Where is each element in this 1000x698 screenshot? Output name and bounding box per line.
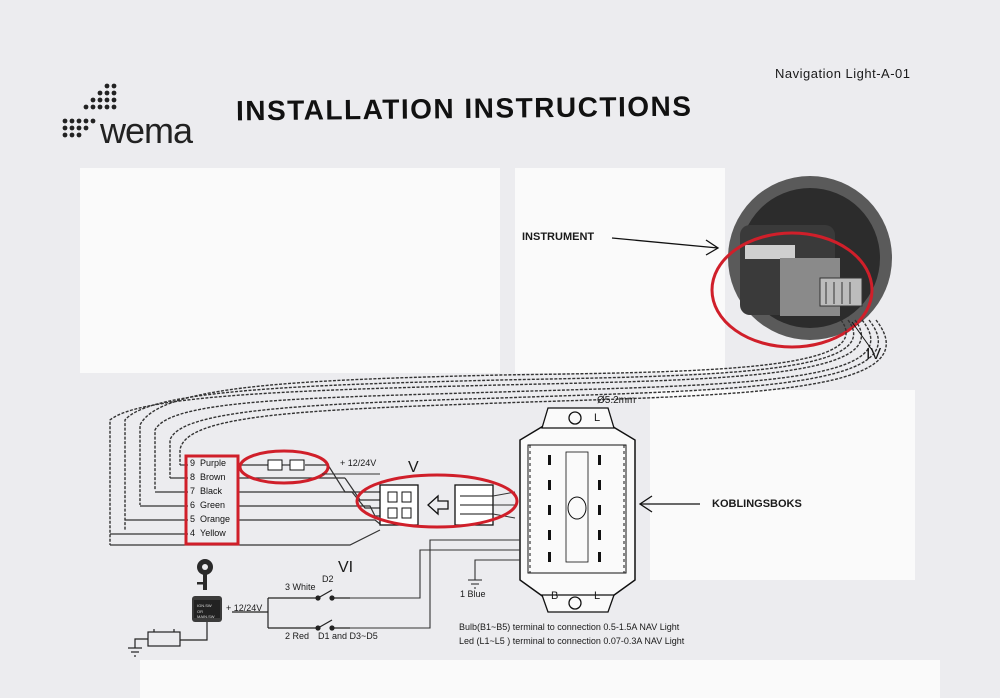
ignition-key-icon: IGN.SW OR MAIN.SW: [192, 559, 222, 622]
box-label-l-top: L: [594, 412, 601, 424]
battery-icon: [128, 622, 208, 657]
instrument-photo: [728, 176, 892, 340]
d1-d5-label: D1 and D3~D5: [318, 631, 378, 641]
wema-logo-dots: [62, 83, 117, 138]
koblingsboks-label: KOBLINGSBOKS: [712, 498, 802, 510]
supply-label-top: + 12/24V: [340, 458, 377, 468]
connector-arrow: [427, 494, 449, 516]
blue-wire-label: 1 Blue: [460, 589, 486, 599]
bulb-note: Bulb(B1~B5) terminal to connection 0.5-1…: [459, 622, 680, 632]
svg-text:IGN.SW: IGN.SW: [197, 603, 212, 608]
junction-box: [519, 407, 636, 613]
instrument-label: INSTRUMENT: [522, 231, 595, 243]
blank-region-right: [650, 390, 915, 580]
supply-label-bottom: + 12/24V: [226, 603, 263, 613]
led-note: Led (L1~L5 ) terminal to connection 0.07…: [459, 636, 685, 646]
box-label-b: B: [551, 590, 559, 602]
svg-text:OR: OR: [197, 609, 203, 614]
fuse-highlight-ellipse: [238, 449, 330, 485]
wire-bundle: [109, 319, 887, 545]
blank-region-left: [80, 168, 500, 373]
document-code: Navigation Light-A-01: [775, 66, 911, 81]
wire-row: 9 Purple: [190, 458, 227, 468]
blank-region-mid: [515, 168, 725, 373]
connector-highlight-ellipse: [355, 473, 519, 529]
wire-table-highlight: [184, 454, 240, 546]
instrument-highlight-ellipse: [710, 231, 874, 349]
red-wire-label: 2 Red: [285, 631, 310, 641]
wire-table: 9 Purple 8 Brown 7 Black 6 Green 5 Orang…: [190, 458, 238, 542]
hole-diameter-label: Ø5.2mm: [597, 395, 636, 406]
blank-region-bottom: [140, 660, 940, 698]
wire-row: 4 Yellow: [190, 528, 226, 538]
label-iv: IV: [866, 346, 882, 363]
white-wire-label: 3 White: [285, 582, 316, 592]
wire-row: 7 Black: [190, 486, 223, 496]
d2-label: D2: [322, 574, 334, 584]
wire-row: 8 Brown: [190, 472, 226, 482]
switch-white: [268, 589, 350, 601]
wema-logo-text: wema: [100, 110, 193, 151]
svg-text:MAIN.SW: MAIN.SW: [197, 614, 215, 619]
wire-row: 5 Orange: [190, 514, 231, 524]
label-vi: VI: [338, 559, 354, 576]
connector-plug: [379, 484, 419, 526]
connector-socket: [454, 484, 516, 526]
box-label-l: L: [594, 590, 601, 602]
switch-red: [267, 598, 350, 631]
wire-row: 6 Green: [190, 500, 226, 510]
label-v: V: [408, 459, 419, 476]
fuse: [267, 459, 305, 471]
